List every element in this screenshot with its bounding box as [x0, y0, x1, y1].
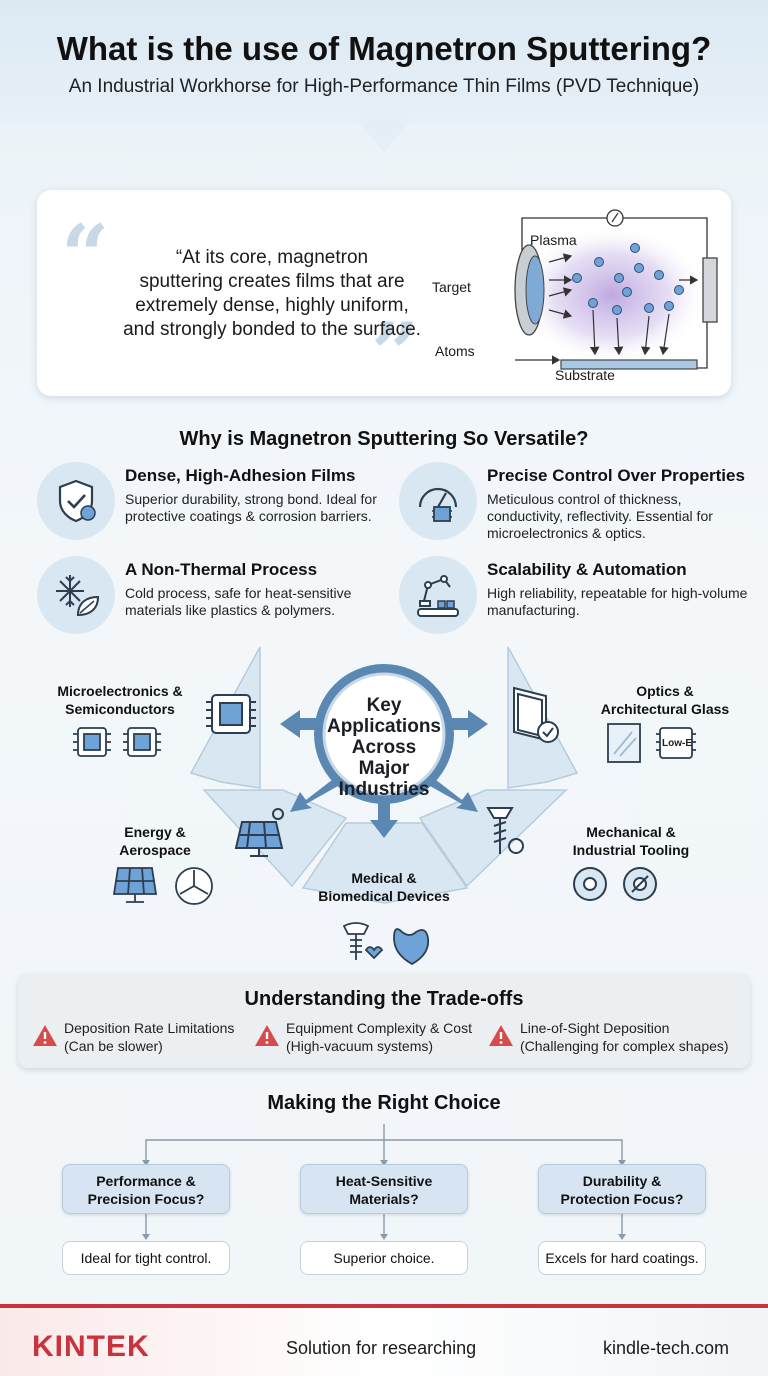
choice-line: Materials? — [349, 1191, 419, 1207]
app-label-line: Energy & — [124, 824, 186, 840]
feature-dense-films: Dense, High-Adhesion Films Superior dura… — [37, 462, 397, 552]
tradeoff-title: Deposition Rate Limitations — [64, 1020, 235, 1036]
versatile-heading: Why is Magnetron Sputtering So Versatile… — [179, 428, 589, 450]
app-label-medical: Medical & Biomedical Devices — [306, 869, 462, 905]
choice-heading: Making the Right Choice — [267, 1092, 501, 1114]
solar-wind-icon — [112, 867, 213, 905]
applications-center-label: Key Applications Across Major Industries — [324, 695, 444, 800]
feature-icon-bg — [399, 556, 477, 634]
feature-title: Precise Control Over Properties — [487, 466, 745, 485]
feature-icon-bg — [37, 556, 115, 634]
tradeoff-note: (Challenging for complex shapes) — [520, 1038, 729, 1054]
feature-icon-bg — [399, 462, 477, 540]
app-label-optics: Optics & Architectural Glass — [576, 682, 754, 718]
warning-icon — [33, 1025, 57, 1046]
page-subtitle: An Industrial Workhorse for High-Perform… — [68, 76, 700, 97]
app-label-energy: Energy & Aerospace — [100, 823, 210, 859]
feature-icon-bg — [37, 462, 115, 540]
result-durability: Excels for hard coatings. — [538, 1241, 706, 1275]
page-title: What is the use of Magnetron Sputtering? — [56, 30, 712, 67]
glass-lowe-icon — [607, 723, 696, 763]
tradeoffs-panel: Understanding the Trade-offs Deposition … — [18, 974, 750, 1068]
header-banner — [0, 0, 768, 125]
footer-site-link[interactable]: kindle-tech.com — [603, 1338, 730, 1358]
gears-icon — [573, 867, 657, 901]
applications-wheel — [189, 646, 579, 904]
quote-card: “ ” “At its core, magnetron sputtering c… — [37, 190, 731, 396]
close-quote-icon: ” — [371, 304, 420, 403]
choice-line: Performance & — [96, 1173, 196, 1189]
tradeoff-title: Equipment Complexity & Cost — [286, 1020, 472, 1036]
robot-arm-icon — [417, 575, 459, 617]
atoms-label: Atoms — [435, 343, 475, 359]
feature-desc: Superior durability, strong bond. Ideal … — [125, 491, 377, 524]
wheel-segment-mech — [418, 789, 568, 888]
footer: KINTEK Solution for researching kindle-t… — [0, 1304, 768, 1376]
sputtering-diagram — [514, 209, 718, 370]
app-label-line: Architectural Glass — [600, 701, 730, 717]
choice-performance: Performance & Precision Focus? — [62, 1164, 230, 1214]
feature-title: Dense, High-Adhesion Films — [125, 466, 356, 485]
quote-line-4: and strongly bonded to the surface. — [123, 319, 421, 340]
center-line-3: Across Major — [351, 737, 417, 779]
app-label-mech: Mechanical & Industrial Tooling — [546, 823, 716, 859]
lowe-label: Low-E — [662, 738, 692, 749]
quote-line-1: “At its core, magnetron — [175, 247, 369, 268]
warning-icon — [255, 1025, 279, 1046]
feature-desc: High reliability, repeatable for high-vo… — [487, 585, 748, 618]
choice-line: Protection Focus? — [560, 1191, 684, 1207]
decision-tree-lines — [142, 1124, 626, 1240]
app-label-micro: Microelectronics & Semiconductors — [40, 682, 200, 718]
feature-non-thermal: A Non-Thermal Process Cold process, safe… — [37, 556, 397, 646]
choice-line: Precision Focus? — [87, 1191, 205, 1207]
tradeoffs-heading: Understanding the Trade-offs — [244, 988, 524, 1010]
tradeoff-note: (High-vacuum systems) — [286, 1038, 434, 1054]
quote-text: “At its core, magnetron sputtering creat… — [107, 246, 437, 342]
choice-heat-sensitive: Heat-Sensitive Materials? — [300, 1164, 468, 1214]
feature-desc: Meticulous control of thickness, conduct… — [487, 491, 713, 541]
app-label-line: Semiconductors — [65, 701, 175, 717]
quote-line-3: extremely dense, highly uniform, — [135, 295, 409, 316]
choice-durability: Durability & Protection Focus? — [538, 1164, 706, 1214]
choice-line: Durability & — [582, 1173, 662, 1189]
wheel-segment-medical — [301, 822, 469, 904]
tradeoff-title: Line-of-Sight Deposition — [520, 1020, 670, 1036]
feature-scalability: Scalability & Automation High reliabilit… — [399, 556, 759, 646]
feature-precise-control: Precise Control Over Properties Meticulo… — [399, 462, 759, 552]
center-line-4: Industries — [338, 779, 430, 800]
chips-icon — [73, 727, 161, 757]
warning-icon — [489, 1025, 513, 1046]
substrate-label: Substrate — [555, 367, 615, 383]
footer-tagline: Solution for researching — [286, 1338, 477, 1358]
center-line-1: Key — [366, 695, 402, 716]
open-quote-icon: “ — [61, 206, 110, 305]
choice-line: Heat-Sensitive — [335, 1173, 433, 1189]
quote-line-2: sputtering creates films that are — [139, 271, 405, 292]
feature-title: Scalability & Automation — [487, 560, 687, 579]
kintek-logo: KINTEK — [32, 1330, 150, 1363]
result-performance: Ideal for tight control. — [62, 1241, 230, 1275]
result-heat-sensitive: Superior choice. — [300, 1241, 468, 1275]
snowflake-leaf-icon — [56, 575, 100, 617]
app-label-line: Medical & — [351, 870, 417, 886]
app-label-line: Aerospace — [119, 842, 191, 858]
app-label-line: Microelectronics & — [57, 683, 183, 699]
app-label-line: Optics & — [636, 683, 694, 699]
header-notch — [354, 118, 414, 152]
plasma-label: Plasma — [530, 232, 577, 248]
target-label: Target — [432, 279, 471, 295]
implant-heart-icon — [342, 922, 430, 966]
shield-check-icon — [58, 479, 96, 523]
feature-title: A Non-Thermal Process — [125, 560, 318, 579]
tradeoff-note: (Can be slower) — [64, 1038, 163, 1054]
app-label-line: Mechanical & — [586, 824, 676, 840]
app-label-line: Biomedical Devices — [318, 888, 450, 904]
gauge-chip-icon — [418, 487, 458, 522]
feature-desc: Cold process, safe for heat-sensitive ma… — [125, 585, 352, 618]
center-line-2: Applications — [326, 716, 441, 737]
app-label-line: Industrial Tooling — [572, 842, 690, 858]
